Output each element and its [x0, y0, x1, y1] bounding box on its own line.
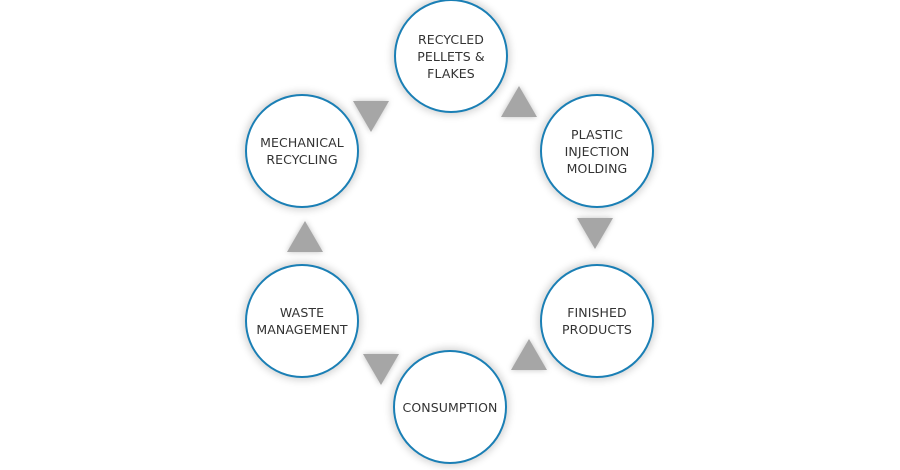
node-recycled-pellets-flakes: RECYCLED PELLETS & FLAKES [394, 0, 508, 113]
node-mechanical-recycling: MECHANICAL RECYCLING [245, 94, 359, 208]
node-consumption: CONSUMPTION [393, 350, 507, 464]
node-plastic-injection-molding: PLASTIC INJECTION MOLDING [540, 94, 654, 208]
node-label: CONSUMPTION [402, 399, 498, 415]
node-label: MECHANICAL RECYCLING [260, 135, 344, 167]
node-waste-management: WASTE MANAGEMENT [245, 264, 359, 378]
node-label: WASTE MANAGEMENT [256, 305, 348, 337]
node-label: FINISHED PRODUCTS [562, 305, 632, 337]
node-label: RECYCLED PELLETS & FLAKES [417, 31, 485, 81]
arrow-triangle-up-icon [287, 221, 323, 252]
arrow-triangle-up-icon [511, 339, 547, 370]
arrow-triangle-down-icon [577, 218, 613, 249]
arrow-triangle-up-icon [501, 86, 537, 117]
node-finished-products: FINISHED PRODUCTS [540, 264, 654, 378]
arrow-triangle-down-icon [363, 354, 399, 385]
node-label: PLASTIC INJECTION MOLDING [564, 126, 630, 176]
arrow-triangle-down-icon [353, 101, 389, 132]
